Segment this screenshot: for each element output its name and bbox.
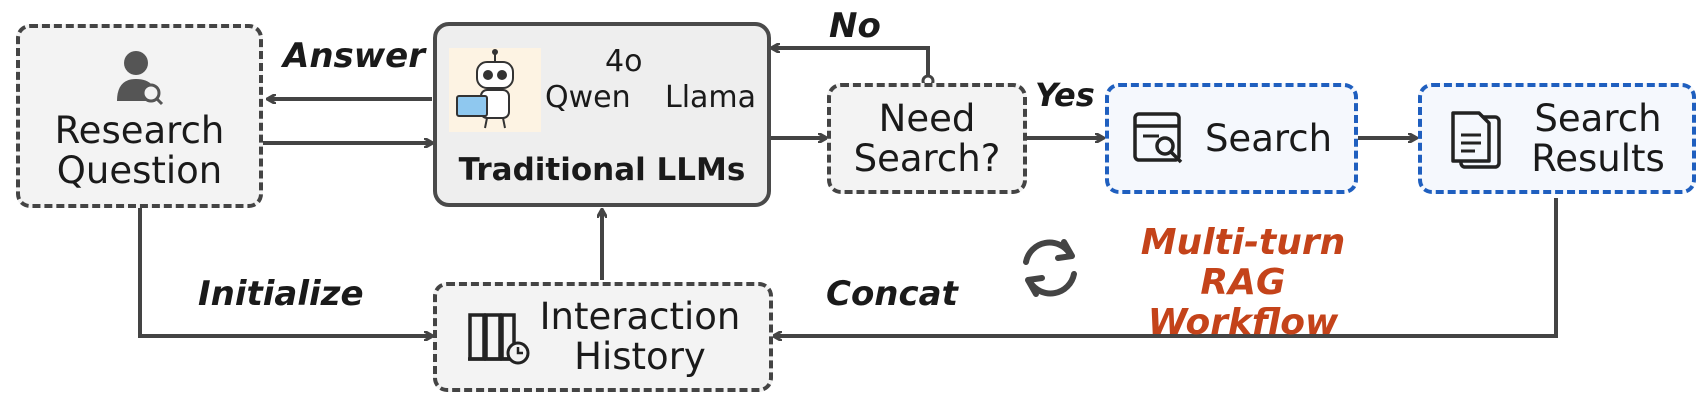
edge-label-answer: Answer — [283, 36, 425, 76]
model-llama: Llama — [665, 80, 757, 115]
search-results-label: Search Results — [1531, 96, 1665, 180]
research-question-label: Research Question — [54, 109, 225, 192]
traditional-llms-label: Traditional LLMs — [458, 152, 746, 188]
edge-results-to-history — [774, 198, 1558, 336]
search-node: Search — [1105, 83, 1358, 194]
model-4o: 4o — [605, 44, 643, 79]
robot-icon — [449, 48, 541, 132]
workflow-label: Multi-turn RAG Workflow — [1140, 222, 1346, 343]
user-search-icon — [116, 51, 163, 106]
edge-label-concat: Concat — [826, 274, 958, 314]
edge-no-loop — [772, 48, 930, 81]
interaction-history-node: Interaction History — [433, 282, 773, 392]
archive-clock-icon — [467, 313, 530, 365]
edge-label-yes: Yes — [1035, 76, 1095, 114]
search-results-node: Search Results — [1418, 83, 1696, 194]
edge-initialize — [138, 208, 432, 336]
need-search-label: Need Search? — [853, 96, 1001, 180]
model-qwen: Qwen — [545, 80, 631, 115]
need-search-node: Need Search? — [827, 83, 1027, 194]
edge-label-initialize: Initialize — [198, 274, 364, 314]
traditional-llms-node: 4o Qwen Llama Traditional LLMs — [433, 22, 771, 207]
interaction-history-label: Interaction History — [539, 295, 741, 378]
edge-label-no: No — [829, 6, 881, 46]
search-label: Search — [1204, 116, 1333, 160]
research-question-node: Research Question — [16, 24, 263, 208]
cycle-icon — [1023, 239, 1077, 297]
search-doc-icon — [1133, 111, 1183, 163]
documents-icon — [1451, 110, 1501, 169]
